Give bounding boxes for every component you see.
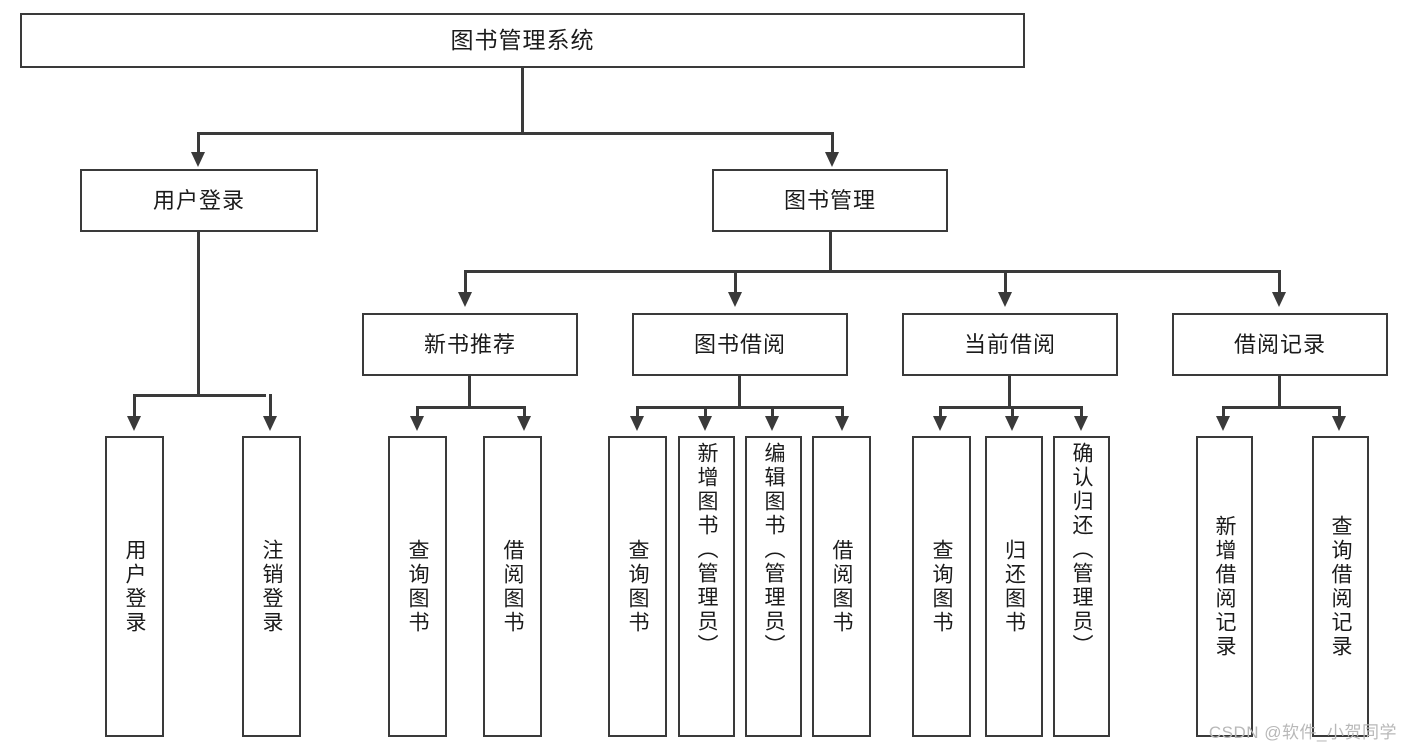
node-label: 借阅记录 (1233, 331, 1326, 357)
leaf-logout[interactable]: 注销登录 (242, 436, 301, 737)
arrowhead-bb-leaf-3 (765, 416, 779, 431)
connector-bb-drop-3 (771, 406, 774, 418)
leaf-bb-add-book-admin[interactable]: 新增图书（管理员） (678, 436, 735, 737)
arrowhead-nbr-leaf-2 (517, 416, 531, 431)
arrowhead-bb-leaf-1 (630, 416, 644, 431)
connector-nbr-drop-2 (523, 406, 526, 418)
connector-bb-stem (738, 376, 741, 408)
connector-root-stem (521, 68, 524, 134)
arrowhead-cb-leaf-3 (1074, 416, 1088, 431)
connector-bm-drop-2 (734, 270, 737, 294)
node-label: 当前借阅 (963, 331, 1056, 357)
leaf-label: 新增图书（管理员） (695, 442, 718, 658)
leaf-nbr-borrow-book[interactable]: 借阅图书 (483, 436, 542, 737)
node-book-management[interactable]: 图书管理 (712, 169, 948, 232)
arrowhead-new-book-recommend (458, 292, 472, 307)
connector-cb-drop-3 (1080, 406, 1083, 418)
leaf-bb-query-book[interactable]: 查询图书 (608, 436, 667, 737)
connector-bm-drop-4 (1278, 270, 1281, 294)
connector-bm-drop-1 (464, 270, 467, 294)
connector-book-management-bus (464, 270, 1281, 273)
connector-bm-drop-3 (1004, 270, 1007, 294)
arrowhead-cb-leaf-1 (933, 416, 947, 431)
connector-bb-bus (636, 406, 844, 409)
connector-cb-stem (1008, 376, 1011, 408)
node-root-book-management-system[interactable]: 图书管理系统 (20, 13, 1025, 68)
leaf-nbr-query-book[interactable]: 查询图书 (388, 436, 447, 737)
node-borrow-record[interactable]: 借阅记录 (1172, 313, 1388, 376)
connector-user-login-drop-1 (133, 394, 136, 418)
leaf-label: 用户登录 (123, 538, 146, 635)
leaf-label: 注销登录 (260, 538, 283, 635)
connector-cb-drop-2 (1011, 406, 1014, 418)
leaf-label: 借阅图书 (830, 538, 853, 635)
arrowhead-cb-leaf-2 (1005, 416, 1019, 431)
node-user-login[interactable]: 用户登录 (80, 169, 318, 232)
leaf-cb-query-book[interactable]: 查询图书 (912, 436, 971, 737)
connector-user-login-stem (197, 232, 200, 396)
node-label: 新书推荐 (423, 331, 516, 357)
leaf-label: 查询借阅记录 (1329, 514, 1352, 659)
leaf-label: 编辑图书（管理员） (762, 442, 785, 658)
arrowhead-current-borrow (998, 292, 1012, 307)
arrowhead-leaf-logout (263, 416, 277, 431)
connector-br-drop-2 (1338, 406, 1341, 418)
connector-br-bus (1222, 406, 1341, 409)
connector-user-login-drop-2 (269, 394, 272, 418)
node-current-borrow[interactable]: 当前借阅 (902, 313, 1118, 376)
connector-root-drop-user-login (197, 132, 200, 154)
node-label: 图书管理系统 (450, 27, 595, 54)
leaf-cb-confirm-return-admin[interactable]: 确认归还（管理员） (1053, 436, 1110, 737)
node-book-borrow[interactable]: 图书借阅 (632, 313, 848, 376)
connector-br-stem (1278, 376, 1281, 408)
connector-nbr-drop-1 (416, 406, 419, 418)
node-new-book-recommend[interactable]: 新书推荐 (362, 313, 578, 376)
connector-book-management-stem (829, 232, 832, 272)
leaf-label: 查询图书 (930, 538, 953, 635)
leaf-br-add-record[interactable]: 新增借阅记录 (1196, 436, 1253, 737)
arrowhead-nbr-leaf-1 (410, 416, 424, 431)
leaf-bb-borrow-book[interactable]: 借阅图书 (812, 436, 871, 737)
connector-bb-drop-2 (704, 406, 707, 418)
leaf-label: 确认归还（管理员） (1070, 442, 1093, 658)
connector-root-bus (197, 132, 834, 135)
node-label: 图书借阅 (693, 331, 786, 357)
connector-nbr-bus (416, 406, 526, 409)
arrowhead-borrow-record (1272, 292, 1286, 307)
connector-cb-drop-1 (939, 406, 942, 418)
leaf-label: 归还图书 (1002, 538, 1026, 635)
arrowhead-bb-leaf-2 (698, 416, 712, 431)
node-label: 图书管理 (783, 187, 876, 213)
connector-br-drop-1 (1222, 406, 1225, 418)
connector-user-login-bus (133, 394, 266, 397)
arrowhead-user-login (191, 152, 205, 167)
connector-root-drop-book-management (831, 132, 834, 154)
leaf-label: 查询图书 (406, 538, 429, 635)
leaf-cb-return-book[interactable]: 归还图书 (985, 436, 1043, 737)
watermark: CSDN @软件_小贺同学 (1208, 723, 1397, 742)
arrowhead-br-leaf-1 (1216, 416, 1230, 431)
node-label: 用户登录 (152, 187, 245, 213)
leaf-bb-edit-book-admin[interactable]: 编辑图书（管理员） (745, 436, 802, 737)
arrowhead-book-borrow (728, 292, 742, 307)
leaf-user-login[interactable]: 用户登录 (105, 436, 164, 737)
connector-bb-drop-4 (841, 406, 844, 418)
connector-nbr-stem (468, 376, 471, 408)
arrowhead-book-management (825, 152, 839, 167)
arrowhead-bb-leaf-4 (835, 416, 849, 431)
leaf-label: 借阅图书 (501, 538, 524, 635)
leaf-br-query-record[interactable]: 查询借阅记录 (1312, 436, 1369, 737)
connector-bb-drop-1 (636, 406, 639, 418)
leaf-label: 新增借阅记录 (1213, 514, 1236, 659)
arrowhead-br-leaf-2 (1332, 416, 1346, 431)
leaf-label: 查询图书 (626, 538, 649, 635)
arrowhead-leaf-user-login (127, 416, 141, 431)
